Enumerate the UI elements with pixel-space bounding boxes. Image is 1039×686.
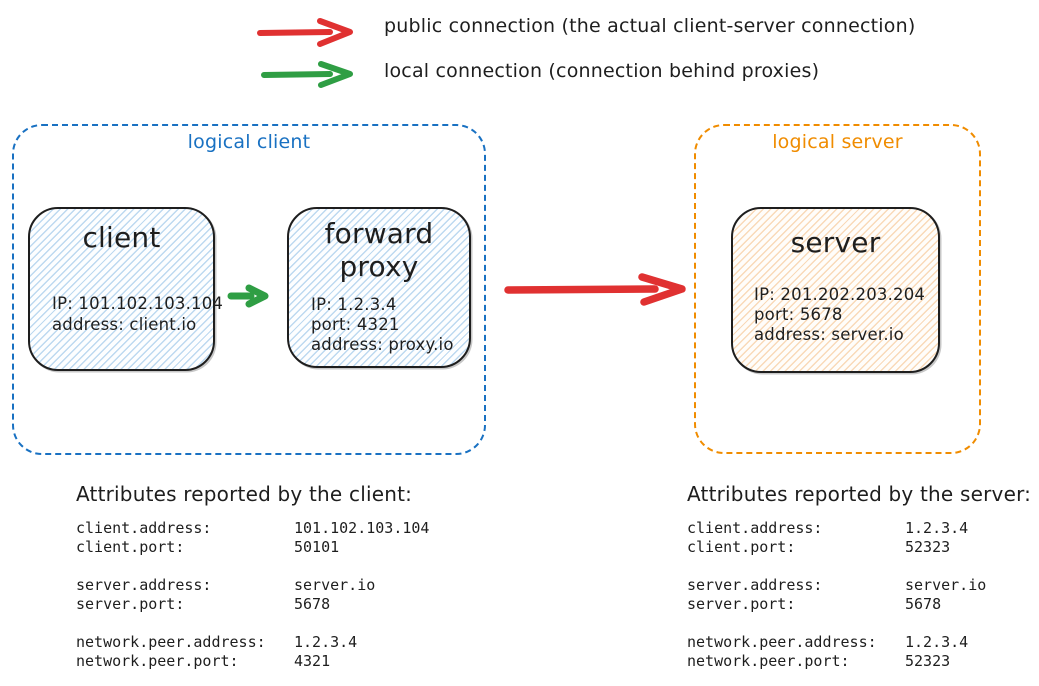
attribute-value: 50101 <box>294 538 340 556</box>
public-connection-legend-arrow-icon <box>256 17 356 47</box>
server-attributes-title: Attributes reported by the server: <box>687 482 1032 506</box>
proxy-address-line: address: proxy.io <box>311 335 454 354</box>
server-address-line: address: server.io <box>754 325 904 344</box>
attribute-value: server.io <box>294 576 376 594</box>
server-attributes-table: client.address: 1.2.3.4 client.port: 523… <box>687 519 1039 671</box>
logical-client-label: logical client <box>187 131 311 153</box>
server-port-line: port: 5678 <box>754 305 843 324</box>
server-node-title: server <box>790 226 881 259</box>
attribute-row: network.peer.port: 52323 <box>687 652 1039 671</box>
public-connection-legend-label: public connection (the actual client-ser… <box>384 15 916 37</box>
attribute-value: 52323 <box>905 652 951 670</box>
proxy-ip-line: IP: 1.2.3.4 <box>311 295 397 314</box>
public-connection-arrow-icon <box>503 271 689 307</box>
logical-server-group: logical server <box>694 124 981 454</box>
client-node-title: client <box>82 221 161 254</box>
attribute-key: network.peer.address: <box>76 633 266 651</box>
local-connection-legend-label: local connection (connection behind prox… <box>384 60 820 82</box>
server-ip-line: IP: 201.202.203.204 <box>754 285 926 304</box>
attribute-key: network.peer.port: <box>687 652 850 670</box>
attribute-key: server.address: <box>76 576 212 594</box>
attribute-key: client.address: <box>687 519 823 537</box>
logical-server-label: logical server <box>772 131 903 153</box>
server-node-body: IP: 201.202.203.204 port: 5678 address: … <box>754 285 925 345</box>
server-node: server IP: 201.202.203.204 port: 5678 ad… <box>731 207 940 373</box>
attribute-key: network.peer.port: <box>76 652 239 670</box>
attribute-value: 4321 <box>294 652 331 670</box>
attribute-key: network.peer.address: <box>687 633 877 651</box>
forward-proxy-node: forward proxy IP: 1.2.3.4 port: 4321 add… <box>287 207 471 368</box>
attribute-key: client.address: <box>76 519 212 537</box>
client-node-body: IP: 101.102.103.104 address: client.io <box>52 294 223 335</box>
client-ip-line: IP: 101.102.103.104 <box>52 294 224 313</box>
client-attributes-table: client.address: 101.102.103.104 client.p… <box>76 519 496 671</box>
attribute-value: 1.2.3.4 <box>905 633 969 651</box>
attribute-key: server.port: <box>76 595 185 613</box>
attribute-row: network.peer.address: 1.2.3.4 <box>687 633 1039 652</box>
attribute-key: server.port: <box>687 595 796 613</box>
attribute-row: client.port: 50101 <box>76 538 496 557</box>
local-connection-arrow-icon <box>227 283 271 309</box>
local-connection-legend-arrow-icon <box>260 60 356 88</box>
attribute-row: network.peer.port: 4321 <box>76 652 496 671</box>
attribute-value: 5678 <box>905 595 942 613</box>
attribute-value: 101.102.103.104 <box>294 519 430 537</box>
client-node: client IP: 101.102.103.104 address: clie… <box>28 207 223 371</box>
attribute-value: 5678 <box>294 595 331 613</box>
attribute-value: 52323 <box>905 538 951 556</box>
attribute-value: server.io <box>905 576 987 594</box>
attribute-key: client.port: <box>687 538 796 556</box>
attribute-row: server.address: server.io <box>687 576 1039 595</box>
attribute-value: 1.2.3.4 <box>905 519 969 537</box>
attribute-row: server.port: 5678 <box>687 595 1039 614</box>
client-attributes-title: Attributes reported by the client: <box>76 482 413 506</box>
attribute-key: server.address: <box>687 576 823 594</box>
forward-proxy-node-title: forward proxy <box>324 217 434 283</box>
server-attributes-block: Attributes reported by the server: clien… <box>687 481 1039 671</box>
attribute-row: client.port: 52323 <box>687 538 1039 557</box>
attribute-key: client.port: <box>76 538 185 556</box>
attribute-row: client.address: 101.102.103.104 <box>76 519 496 538</box>
logical-client-group: logical client <box>12 124 486 455</box>
attribute-value: 1.2.3.4 <box>294 633 358 651</box>
attribute-row: client.address: 1.2.3.4 <box>687 519 1039 538</box>
client-attributes-block: Attributes reported by the client: clien… <box>76 481 496 671</box>
attribute-row: network.peer.address: 1.2.3.4 <box>76 633 496 652</box>
forward-proxy-node-body: IP: 1.2.3.4 port: 4321 address: proxy.io <box>311 295 454 355</box>
client-address-line: address: client.io <box>52 314 197 334</box>
proxy-port-line: port: 4321 <box>311 315 400 334</box>
attribute-row: server.port: 5678 <box>76 595 496 614</box>
attribute-row: server.address: server.io <box>76 576 496 595</box>
